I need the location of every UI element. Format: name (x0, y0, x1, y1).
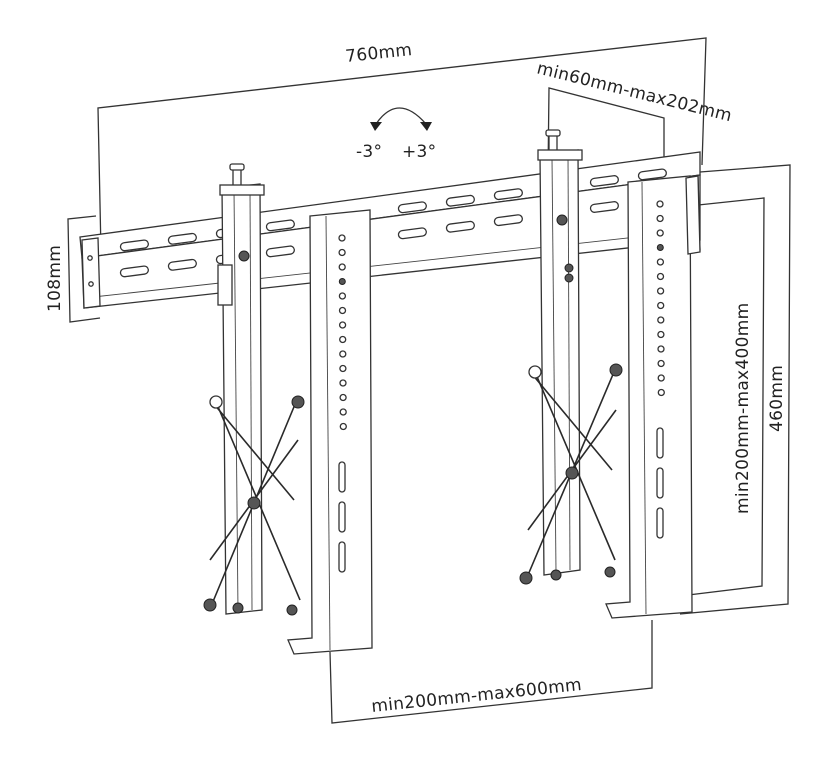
label-200-400mm: min200mm-max400mm (733, 303, 753, 514)
arrow-head-right (420, 122, 432, 131)
rail-slot (637, 168, 667, 181)
right-bracket-holes (656, 200, 665, 539)
bracket-slot (338, 541, 346, 573)
bracket-hole (338, 306, 347, 315)
bracket-hole (656, 272, 665, 281)
rail-slot (119, 239, 149, 252)
bracket-hole (656, 200, 664, 208)
tilt-plus-label: +3° (402, 142, 436, 162)
bracket-hole (339, 422, 347, 431)
bracket-hole (338, 234, 346, 242)
rail-slot (493, 214, 523, 227)
bracket-slot (656, 507, 664, 539)
bracket-hole (657, 388, 665, 397)
label-760mm: 760mm (344, 40, 413, 67)
dimension-760-frame (97, 37, 707, 301)
bracket-hole (657, 374, 665, 382)
bracket-hole (338, 248, 346, 257)
rail-slot (589, 175, 619, 187)
rail-slot (167, 232, 197, 245)
rail-slot (167, 258, 197, 271)
bracket-hole (338, 263, 346, 271)
bracket-hole (656, 287, 665, 295)
rail-slot (445, 194, 475, 207)
bracket-hole (338, 321, 347, 329)
dimension-200-600-frame (329, 620, 653, 724)
rail-slot (493, 188, 523, 201)
rail-slot (445, 220, 475, 233)
tilt-indicator: -3° +3° (356, 107, 436, 162)
dimension-400-frame (669, 197, 765, 597)
bracket-hole (656, 214, 664, 223)
bracket-hole (339, 350, 347, 358)
label-200-600mm: min200mm-max600mm (370, 675, 582, 717)
bracket-hole (657, 359, 665, 368)
right-arm-assembly (519, 129, 701, 619)
left-arm-assembly (203, 163, 373, 655)
rail-slot (589, 201, 619, 213)
bracket-hole (338, 278, 346, 285)
bracket-hole (657, 330, 665, 339)
bracket-hole (339, 335, 347, 344)
bracket-slot (338, 461, 346, 493)
bracket-hole (338, 292, 347, 300)
bracket-hole (339, 408, 347, 416)
wall-rail (79, 151, 701, 309)
left-bracket-holes (338, 234, 347, 573)
rail-slot (397, 227, 427, 240)
bracket-hole (657, 301, 665, 310)
bracket-hole (339, 379, 347, 387)
bracket-hole (339, 393, 347, 402)
bracket-slot (656, 467, 664, 499)
bracket-hole (657, 316, 665, 324)
rail-slots (119, 168, 667, 278)
arrow-head-left (370, 122, 382, 131)
label-108mm: 108mm (45, 245, 65, 312)
bracket-hole (656, 229, 664, 237)
bracket-hole (339, 364, 347, 373)
rail-slot (265, 219, 295, 232)
bracket-hole (657, 345, 665, 353)
dimension-108-frame (67, 215, 101, 323)
bracket-slot (338, 501, 346, 533)
rail-slot (397, 201, 427, 214)
bracket-hole (656, 258, 665, 266)
rail-slot (119, 265, 149, 278)
label-460mm: 460mm (767, 365, 787, 432)
tilt-arc-arrow (375, 107, 427, 125)
rail-slot (265, 245, 295, 258)
bracket-slot (656, 427, 664, 459)
tilt-minus-label: -3° (356, 142, 382, 162)
bracket-hole (656, 244, 664, 251)
dimension-460-frame (679, 164, 791, 615)
